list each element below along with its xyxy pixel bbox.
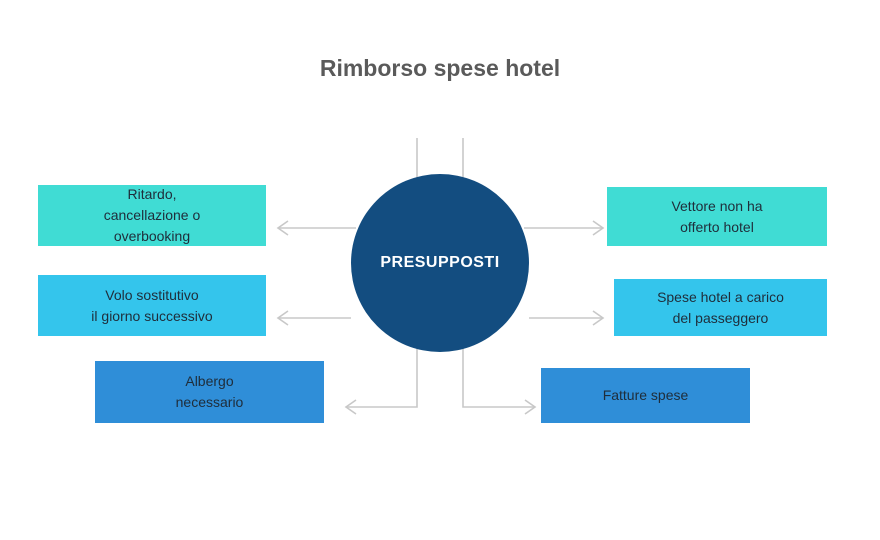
right-box-3-label: Fatture spese <box>602 387 689 403</box>
right-box-1: Vettore non ha offerto hotel <box>607 187 827 246</box>
left-box-2-label: Volo sostitutivo il giorno successivo <box>91 286 213 324</box>
arrowhead-right-1 <box>592 220 605 236</box>
left-box-3-label: Albergo necessario <box>175 373 244 410</box>
arrowhead-right-3 <box>524 399 537 415</box>
right-box-3: Fatture spese <box>541 368 750 423</box>
diagram-title: Rimborso spese hotel <box>319 55 561 81</box>
arrowhead-left-3 <box>344 399 357 415</box>
arrowhead-right-2 <box>592 310 605 326</box>
branch-left-3 <box>346 342 418 408</box>
right-box-1-label: Vettore non ha offerto hotel <box>671 197 763 235</box>
left-box-3: Albergo necessario <box>95 361 324 423</box>
left-box-1: Ritardo, cancellazione o overbooking <box>38 185 266 246</box>
arrowhead-left-2 <box>276 310 289 326</box>
center-circle: PRESUPPOSTI <box>351 174 529 352</box>
arrowhead-left-1 <box>276 220 289 236</box>
left-box-2: Volo sostitutivo il giorno successivo <box>38 275 266 336</box>
right-box-2-label: Spese hotel a carico del passeggero <box>657 288 784 326</box>
left-box-1-label: Ritardo, cancellazione o overbooking <box>103 186 201 244</box>
center-label: PRESUPPOSTI <box>380 254 500 271</box>
right-box-2: Spese hotel a carico del passeggero <box>614 279 827 336</box>
branch-right-3 <box>462 342 535 408</box>
